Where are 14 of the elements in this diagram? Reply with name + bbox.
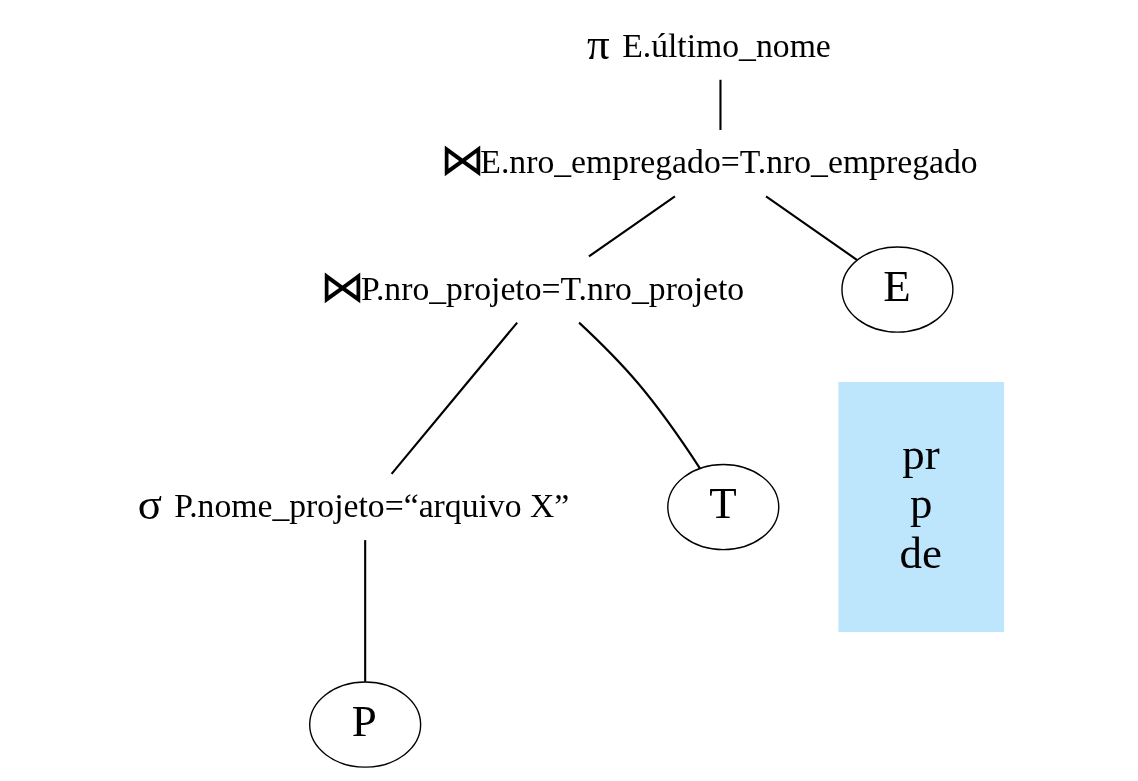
node-text: ⋈P.nro_projeto=T.nro_projeto <box>319 261 744 312</box>
node-ellipse: T <box>666 463 779 551</box>
connector <box>363 540 366 682</box>
connector <box>764 195 857 261</box>
connector <box>577 321 701 469</box>
node-text: σ P.nome_projeto=“arquivo X” <box>137 479 569 530</box>
connector <box>587 195 675 258</box>
node-box: pr p de <box>837 382 1004 633</box>
node-text: ⋈E.nro_empregado=T.nro_empregado <box>439 135 978 186</box>
connector <box>390 321 518 475</box>
connector <box>718 79 722 130</box>
node-ellipse: E <box>840 246 954 333</box>
node-ellipse: P <box>308 681 421 768</box>
node-text: π E.último_nome <box>586 18 831 69</box>
